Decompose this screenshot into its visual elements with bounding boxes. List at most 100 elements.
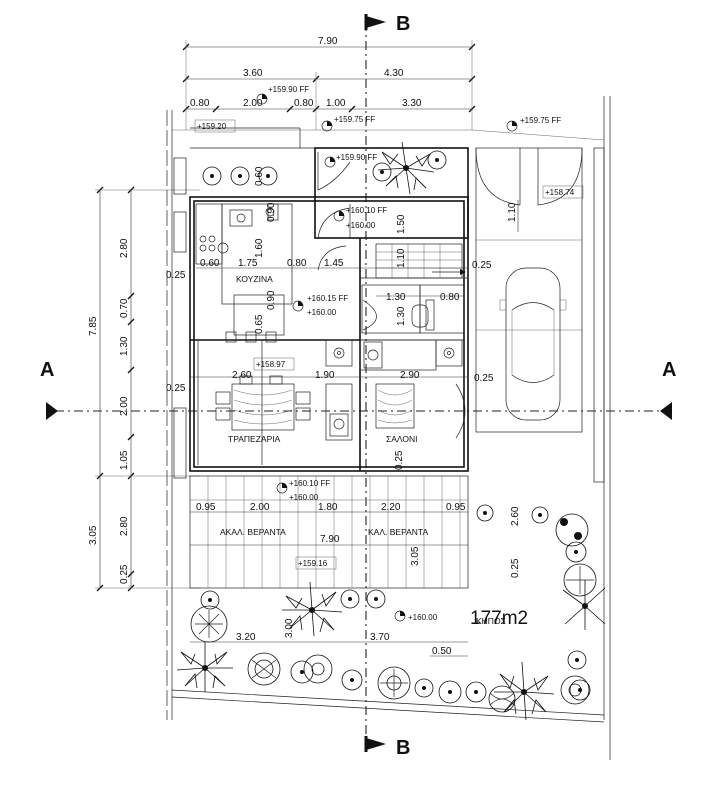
house-walls xyxy=(189,147,469,472)
dim-k-0-90-b: 0.90 xyxy=(266,202,277,222)
shrub-icon xyxy=(258,166,278,186)
level-ff-3: +159.75 FF xyxy=(334,115,375,124)
dim-top-d4: 1.00 xyxy=(326,98,346,109)
dim-top-overall: 7.90 xyxy=(318,36,338,47)
tree-icon xyxy=(247,652,281,686)
level-ff-2: +159.75 FF xyxy=(520,116,561,125)
dim-k-1-50-v: 1.50 xyxy=(396,214,407,234)
dim-veranda-h2: 2.60 xyxy=(510,506,521,526)
dim-r-2-90: 2.90 xyxy=(400,370,420,381)
dim-k-0-25: 0.25 xyxy=(166,270,186,281)
site-area-label: 177m2 xyxy=(470,608,528,629)
dim-left-l6: 2.80 xyxy=(119,516,130,536)
level-ff-7: +160.10 FF xyxy=(289,479,330,488)
shrub-icon xyxy=(366,589,386,609)
dim-top-right: 4.30 xyxy=(384,68,404,79)
side-walls xyxy=(173,127,605,483)
room-veranda-left: ΑΚΑΛ. ΒΕΡΑΝΤΑ xyxy=(220,527,286,537)
shrub-icon xyxy=(465,681,487,703)
tree-icon xyxy=(488,685,516,713)
shrub-icon xyxy=(202,166,222,186)
section-a-left-label: A xyxy=(40,359,54,381)
dim-left-l3: 1.30 xyxy=(119,336,130,356)
dim-veranda-v4: 2.20 xyxy=(381,502,401,513)
dim-s-0-25: 0.25 xyxy=(472,260,492,271)
level-160-00-b: +160.00 xyxy=(307,308,337,317)
shrub-icon xyxy=(372,162,392,182)
palm-tree-icon xyxy=(282,581,343,637)
room-living: ΣΑΛΟΝΙ xyxy=(386,434,418,444)
dim-top-d2: 2.00 xyxy=(243,98,263,109)
dim-left-l7: 0.25 xyxy=(119,564,130,584)
level-marker-icon xyxy=(321,120,333,132)
shrub-icon xyxy=(531,506,549,524)
dining-table xyxy=(215,375,311,431)
shrub-icon xyxy=(438,680,462,704)
tree-icon xyxy=(303,654,333,684)
dim-garden-g2: 3.00 xyxy=(284,618,295,638)
dim-r-0-25: 0.25 xyxy=(166,383,186,394)
room-garden: ΚΗΠΟΣ xyxy=(476,616,506,626)
trees xyxy=(190,513,597,713)
dim-garden-g1: 3.20 xyxy=(236,632,256,643)
dim-k-1-60-v: 1.60 xyxy=(254,238,265,258)
dim-k-0-90-v: 0.90 xyxy=(266,290,277,310)
left-dimensions: 7.85 3.05 2.80 0.70 1.30 2.00 1.05 2.80 … xyxy=(88,186,200,592)
level-marker-icon xyxy=(333,210,345,222)
dim-k-0-60: 0.60 xyxy=(200,258,220,269)
level-ff-4: +159.90 FF xyxy=(336,153,377,162)
dim-veranda-h1: 3.05 xyxy=(410,546,421,566)
shrub-icon xyxy=(340,589,360,609)
level-159-16: +159.16 xyxy=(298,559,328,568)
level-marker-icon xyxy=(324,156,336,168)
section-line-b: B B xyxy=(364,13,410,759)
dim-veranda-overall: 7.90 xyxy=(320,534,340,545)
dim-top-left: 3.60 xyxy=(243,68,263,79)
dim-k-0-65-v: 0.65 xyxy=(254,314,265,334)
dim-r-0-25-v: 0.25 xyxy=(394,450,405,470)
level-marker-icon xyxy=(276,482,288,494)
level-ff-1: +159.90 FF xyxy=(268,85,309,94)
dim-garden-g3: 3.70 xyxy=(370,632,390,643)
dim-top-d3: 0.80 xyxy=(294,98,314,109)
tree-icon xyxy=(555,513,589,547)
palm-trees xyxy=(176,141,606,721)
dim-left-l5: 1.05 xyxy=(119,450,130,470)
palm-tree-icon xyxy=(377,141,435,195)
living-fixtures xyxy=(325,339,466,441)
level-marker-icon xyxy=(506,120,518,132)
tree-icon xyxy=(190,605,228,643)
level-160-00-a: +160.00 xyxy=(346,221,376,230)
top-dimensions: 7.90 3.60 4.30 0.80 2.00 0.80 1.00 3.30 xyxy=(182,36,476,130)
level-159-20: +159.20 xyxy=(197,122,227,131)
car-icon xyxy=(499,267,567,421)
level-158-97: +158.97 xyxy=(256,360,286,369)
shrub-icon xyxy=(341,669,363,691)
dim-left-l2: 0.70 xyxy=(119,298,130,318)
dim-k-1-45: 1.45 xyxy=(324,258,344,269)
dim-garage-1-10: 1.10 xyxy=(507,202,518,222)
shrub-icon xyxy=(427,150,447,170)
dim-left-overall-upper: 7.85 xyxy=(88,316,99,336)
room-dining: ΤΡΑΠΕΖΑΡΙΑ xyxy=(228,434,281,444)
dim-left-overall-lower: 3.05 xyxy=(88,525,99,545)
level-ff-5: +160.10 FF xyxy=(346,206,387,215)
dim-r-0-25-b: 0.25 xyxy=(474,373,494,384)
palm-tree-icon xyxy=(176,642,233,692)
interior-dimensions: 0.60 1.75 0.80 1.45 0.25 0.25 1.60 0.90 … xyxy=(166,166,494,470)
shrub-icon xyxy=(200,590,220,610)
veranda: 0.95 2.00 1.80 2.20 0.95 7.90 3.05 2.60 … xyxy=(189,475,521,589)
dim-top-d1: 0.80 xyxy=(190,98,210,109)
dim-s-1-30-v: 1.30 xyxy=(396,306,407,326)
dim-r-1-90: 1.90 xyxy=(315,370,335,381)
level-ff-6: +160.15 FF xyxy=(307,294,348,303)
dim-veranda-v1: 0.95 xyxy=(196,502,216,513)
shrub-icon xyxy=(567,650,587,670)
dim-s-1-10-v: 1.10 xyxy=(396,248,407,268)
section-a-right-label: A xyxy=(662,359,676,381)
dim-left-l1: 2.80 xyxy=(119,238,130,258)
section-b-top-label: B xyxy=(396,13,410,35)
tree-icon xyxy=(563,563,597,597)
room-veranda-right: ΚΑΛ. ΒΕΡΑΝΤΑ xyxy=(368,527,428,537)
